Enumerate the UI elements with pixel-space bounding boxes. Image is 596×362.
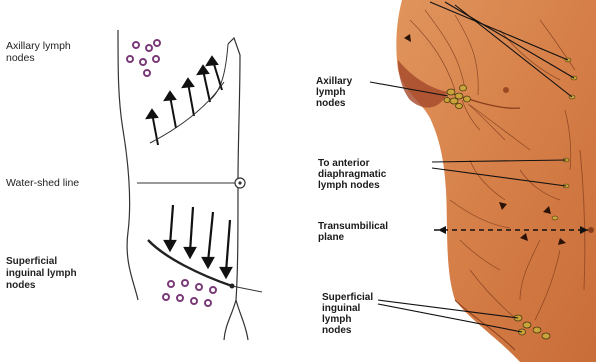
inguinal-label-right: Superficial inguinal lymph nodes bbox=[322, 292, 382, 336]
umbilicus bbox=[588, 227, 594, 233]
nipple bbox=[503, 87, 509, 93]
diaphragmatic-label: To anterior diaphragmatic lymph nodes bbox=[318, 158, 438, 191]
axillary-label-right: Axillary lymph nodes bbox=[316, 76, 386, 109]
transumbilical-label: Transumbilical plane bbox=[318, 221, 433, 243]
